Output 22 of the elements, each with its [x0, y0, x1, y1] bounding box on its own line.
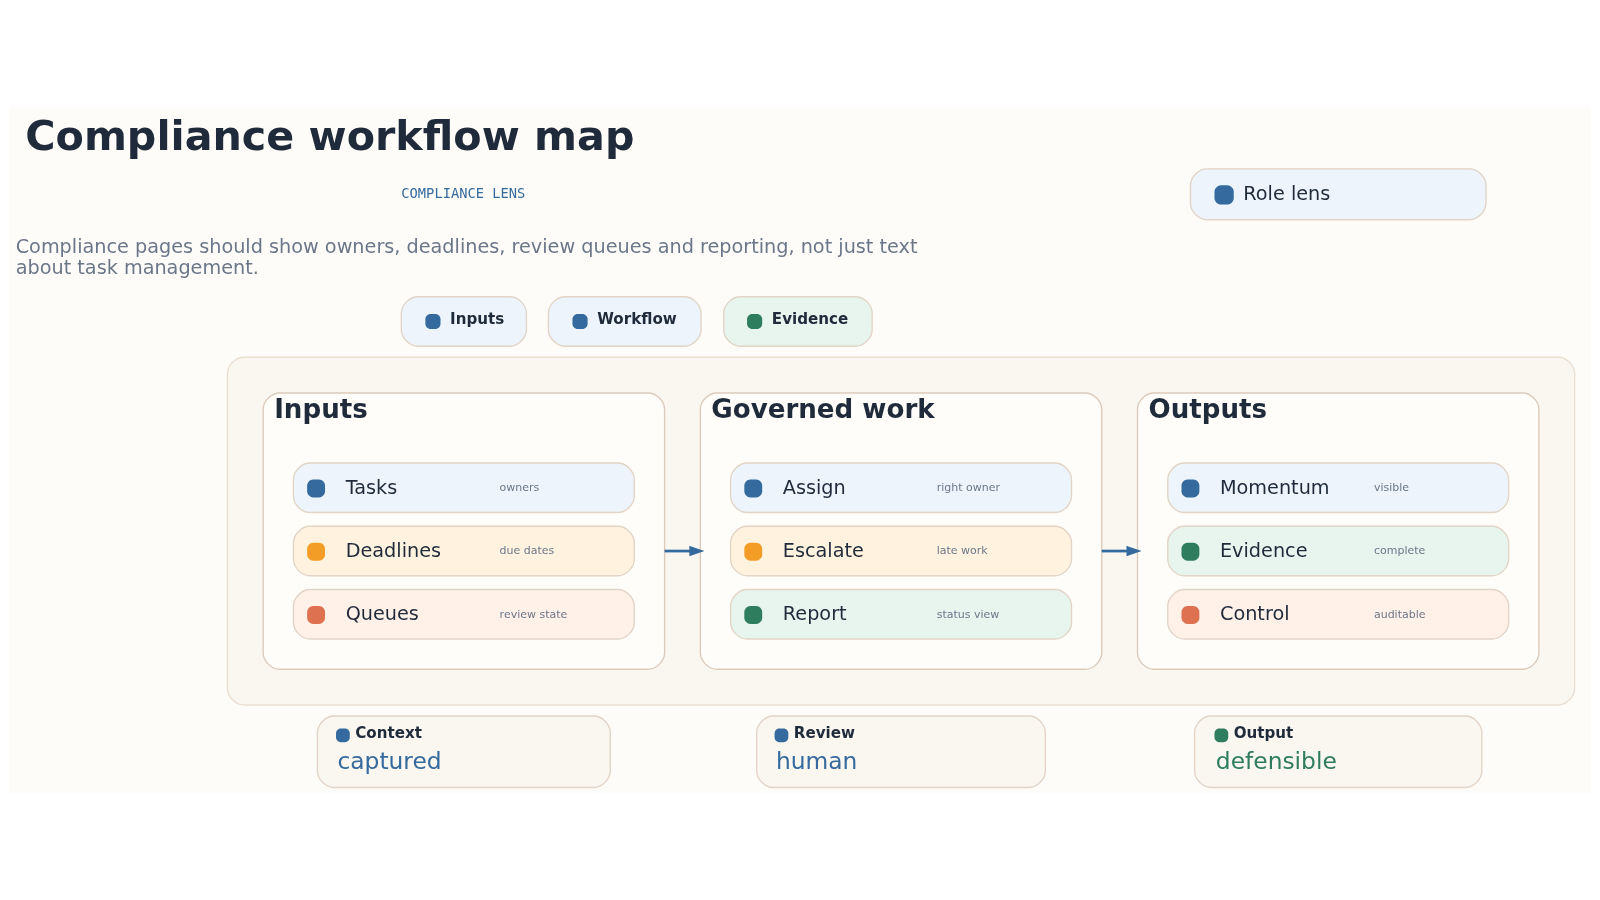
node-box: Output defensible: [1193, 715, 1483, 789]
node-box: Context captured: [316, 715, 611, 789]
node-box: Escalate late work: [729, 525, 1073, 577]
cluster: [226, 356, 1576, 706]
node-box: Momentum visible: [1167, 462, 1510, 514]
label: COMPLIANCE LENS: [401, 184, 526, 201]
node-box: Review human: [756, 715, 1047, 789]
node-box: Assign right owner: [729, 462, 1073, 514]
label: Compliance pages should show owners, deadlines, review queues and reporting, not just text about task management.: [15, 235, 918, 279]
node-box: Evidence complete: [1167, 525, 1510, 577]
node-box: Evidence: [723, 296, 873, 347]
node-box: Inputs: [400, 296, 528, 347]
node-box: Queues review state: [292, 588, 636, 640]
node-box: Report status view: [729, 588, 1073, 640]
node-box: Deadlines due dates: [292, 525, 636, 577]
node-box: Tasks owners: [292, 462, 636, 514]
node-box: Workflow: [547, 296, 702, 347]
node-box: Role lens: [1189, 168, 1487, 221]
arrow: [1101, 545, 1142, 557]
arrow: [664, 545, 705, 557]
diagram-title: Compliance workflow map: [25, 111, 635, 160]
node-box: Control auditable: [1167, 588, 1510, 640]
